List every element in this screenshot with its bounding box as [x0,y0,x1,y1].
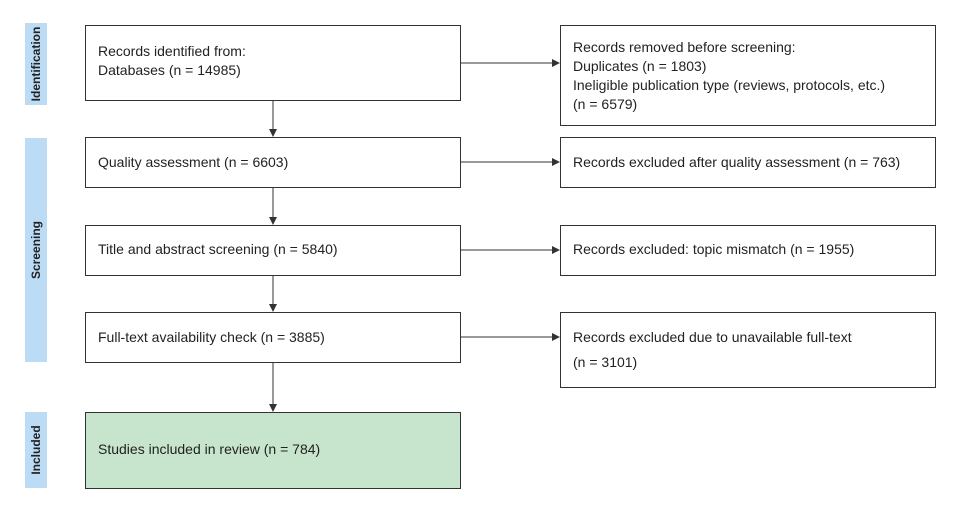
fulltext-availability-text: Full-text availability check (n = 3885) [98,329,325,345]
box-fulltext-availability: Full-text availability check (n = 3885) [85,312,461,363]
stage-included: Included [25,412,47,488]
excluded-topic-text: Records excluded: topic mismatch (n = 19… [573,241,855,257]
stage-screening: Screening [25,138,47,362]
stage-identification: Identification [25,23,47,105]
box-quality-assessment: Quality assessment (n = 6603) [85,137,461,188]
excluded-fulltext-text: Records excluded due to unavailable full… [573,329,852,345]
records-removed-heading: Records removed before screening: [573,39,796,55]
box-studies-included: Studies included in review (n = 784) [85,412,461,489]
records-identified-heading: Records identified from: [98,43,246,59]
quality-assessment-text: Quality assessment (n = 6603) [98,154,289,170]
studies-included-text: Studies included in review (n = 784) [98,441,321,457]
records-removed-ineligible-count: (n = 6579) [573,96,638,112]
records-removed-duplicates: Duplicates (n = 1803) [573,58,707,74]
box-excluded-topic: Records excluded: topic mismatch (n = 19… [560,225,936,276]
records-identified-databases: Databases (n = 14985) [98,62,241,78]
box-excluded-quality: Records excluded after quality assessmen… [560,137,936,188]
records-removed-ineligible: Ineligible publication type (reviews, pr… [573,77,886,93]
title-abstract-screening-text: Title and abstract screening (n = 5840) [98,241,338,257]
box-title-abstract-screening: Title and abstract screening (n = 5840) [85,225,461,276]
excluded-quality-text: Records excluded after quality assessmen… [573,154,901,170]
box-records-removed: Records removed before screening: Duplic… [560,25,936,126]
box-records-identified: Records identified from: Databases (n = … [85,25,461,101]
box-excluded-fulltext: Records excluded due to unavailable full… [560,312,936,388]
excluded-fulltext-count: (n = 3101) [573,354,638,370]
